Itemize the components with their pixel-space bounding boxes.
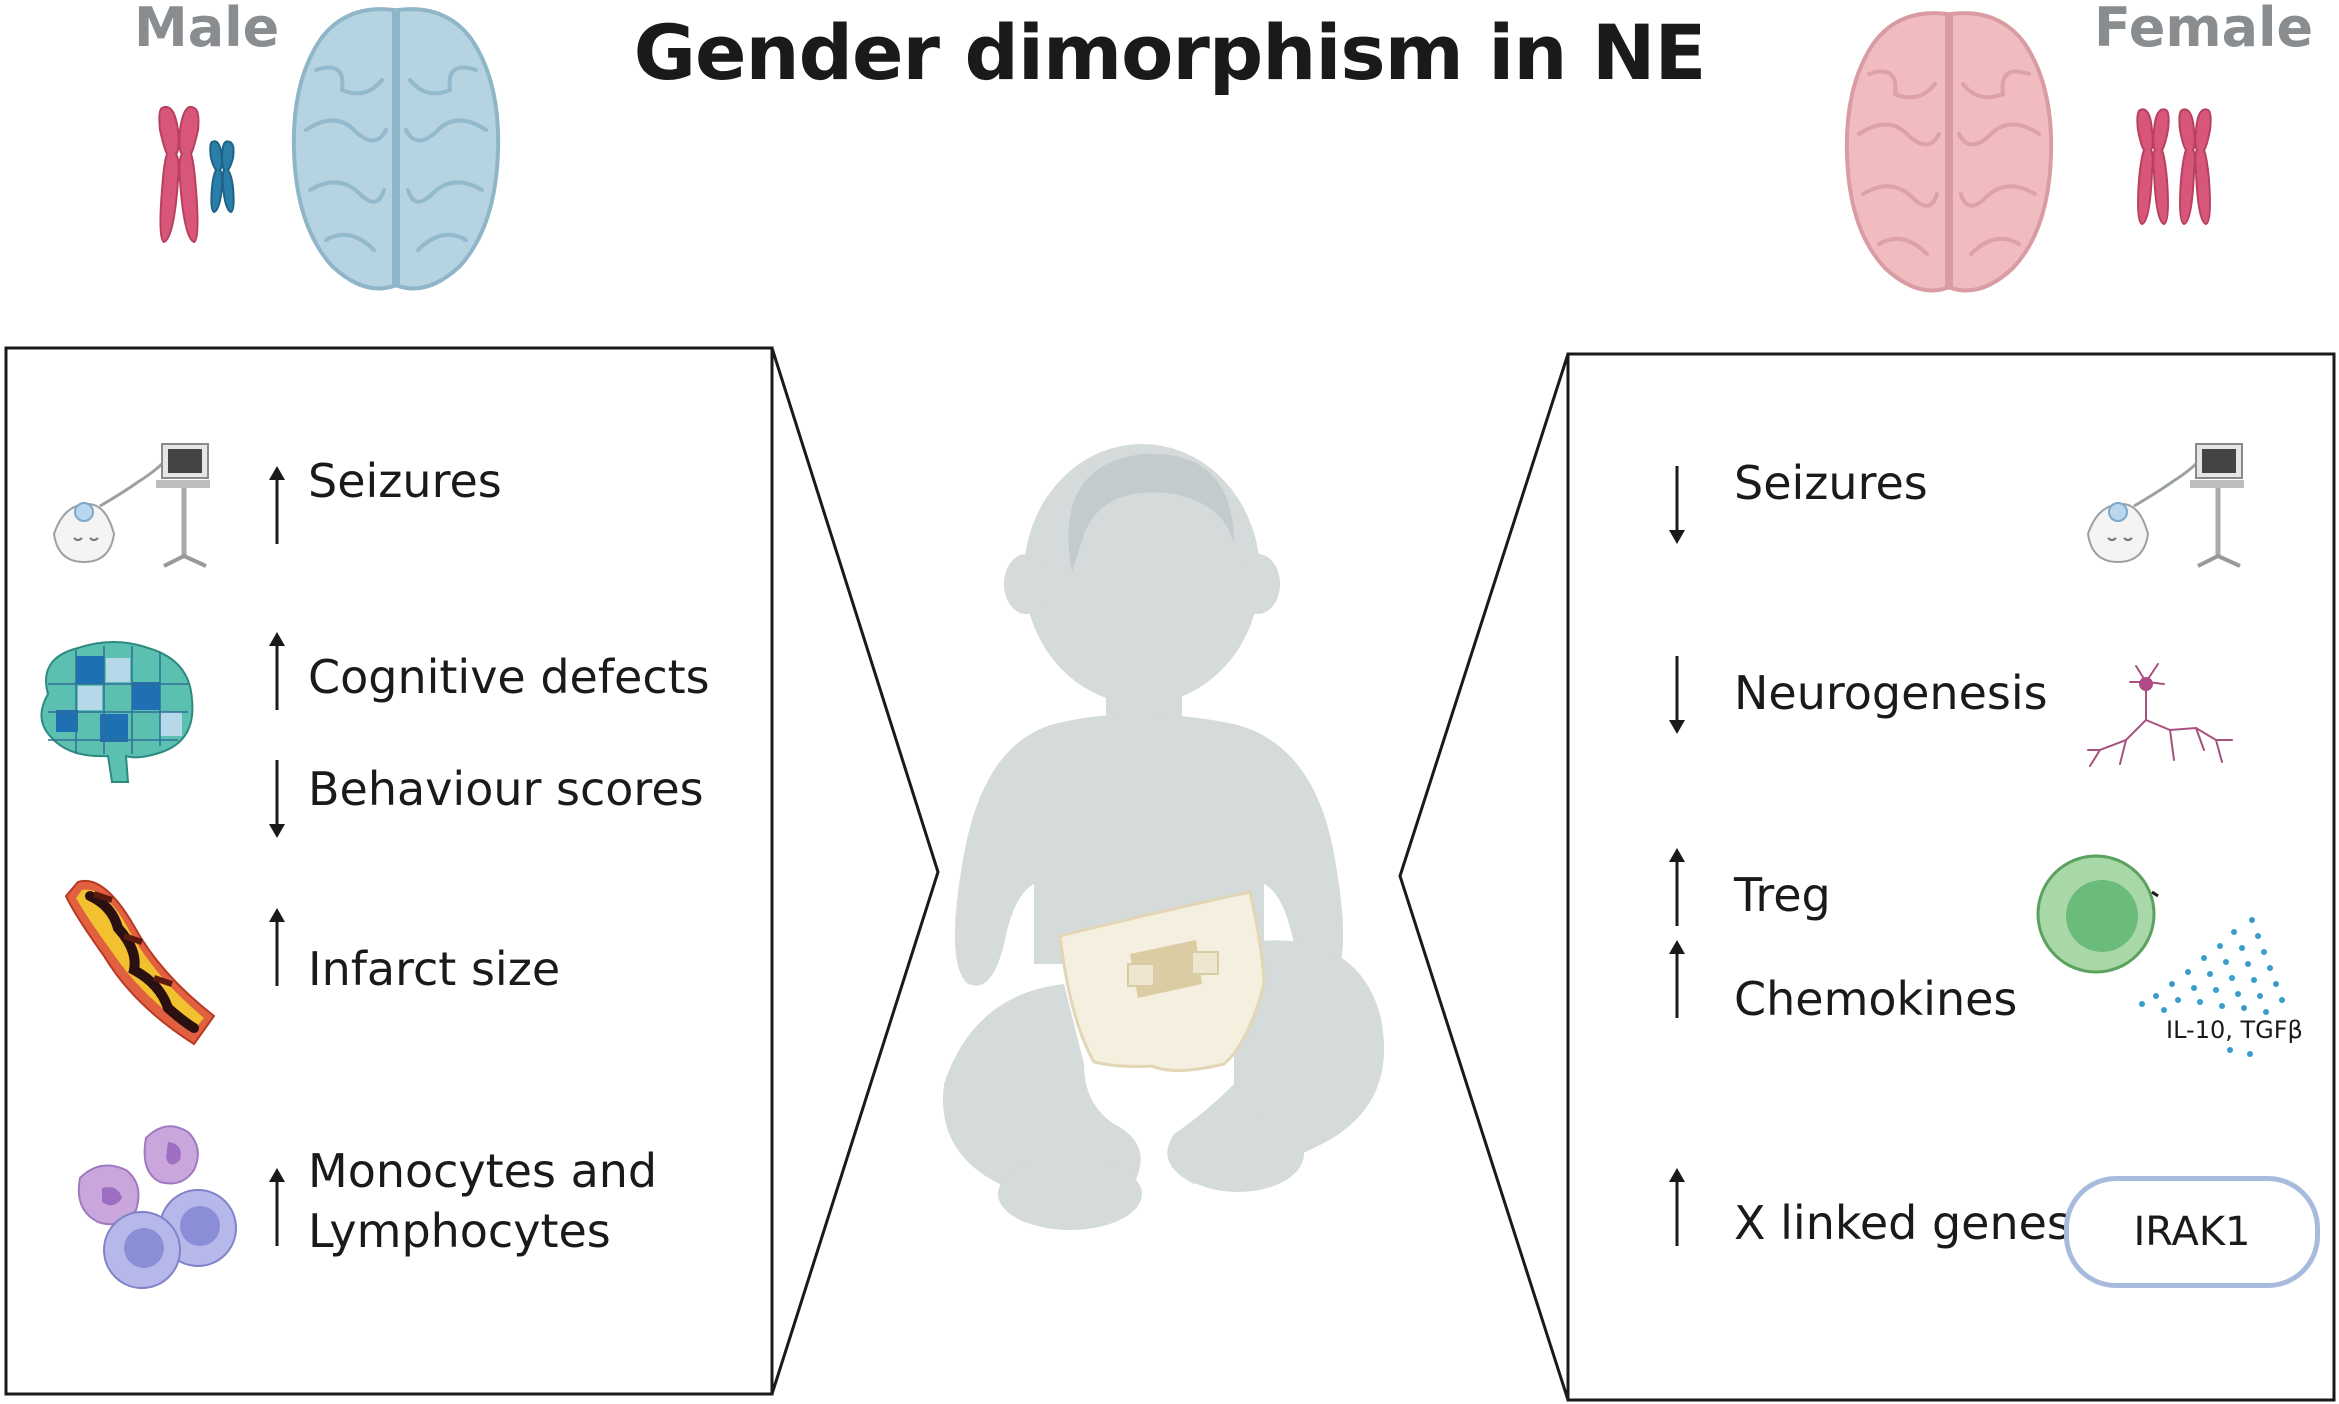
up-arrow-icon [269, 1168, 285, 1246]
female-label: Female [2094, 0, 2314, 59]
xy-chromosome-icon [158, 106, 235, 244]
up-arrow-icon [269, 466, 285, 544]
irak1-gene-badge: IRAK1 [2064, 1176, 2320, 1288]
male-infarct-label: Infarct size [308, 942, 561, 996]
female-neurogenesis-label: Neurogenesis [1734, 666, 2048, 720]
down-arrow-icon [269, 760, 285, 838]
immune-cells-icon [77, 1125, 237, 1289]
female-treg-label: Treg [1734, 868, 1831, 922]
male-behaviour-label: Behaviour scores [308, 762, 704, 816]
male-monocytes-label: Monocytes and [308, 1144, 658, 1198]
down-arrow-icon [1669, 466, 1685, 544]
female-brain-icon [1844, 11, 2054, 293]
blood-vessel-clot-icon [64, 880, 216, 1046]
page-title: Gender dimorphism in NE [633, 8, 1707, 97]
treg-cell-icon [2036, 854, 2159, 974]
male-cognitive-label: Cognitive defects [308, 650, 710, 704]
up-arrow-icon [269, 908, 285, 986]
cytokine-dots-icon [2139, 917, 2285, 1057]
up-arrow-icon [1669, 848, 1685, 926]
infant-illustration [943, 444, 1385, 1230]
female-seizures-label: Seizures [1734, 456, 1928, 510]
up-arrow-icon [1669, 940, 1685, 1018]
up-arrow-icon [269, 632, 285, 710]
cytokine-label: IL-10, TGFβ [2166, 1016, 2303, 1044]
eeg-monitor-icon [52, 443, 210, 568]
neuron-icon [2087, 663, 2233, 767]
eeg-monitor-icon [2086, 443, 2244, 568]
female-chemokines-label: Chemokines [1734, 972, 2018, 1026]
up-arrow-icon [1669, 1168, 1685, 1246]
xx-chromosome-icon [2136, 108, 2212, 226]
male-label: Male [134, 0, 280, 59]
male-lymphocytes-label: Lymphocytes [308, 1204, 611, 1258]
female-x-linked-label: X linked genes [1734, 1196, 2071, 1250]
male-seizures-label: Seizures [308, 454, 502, 508]
puzzle-brain-icon [40, 641, 194, 783]
down-arrow-icon [1669, 656, 1685, 734]
male-brain-icon [291, 7, 501, 291]
